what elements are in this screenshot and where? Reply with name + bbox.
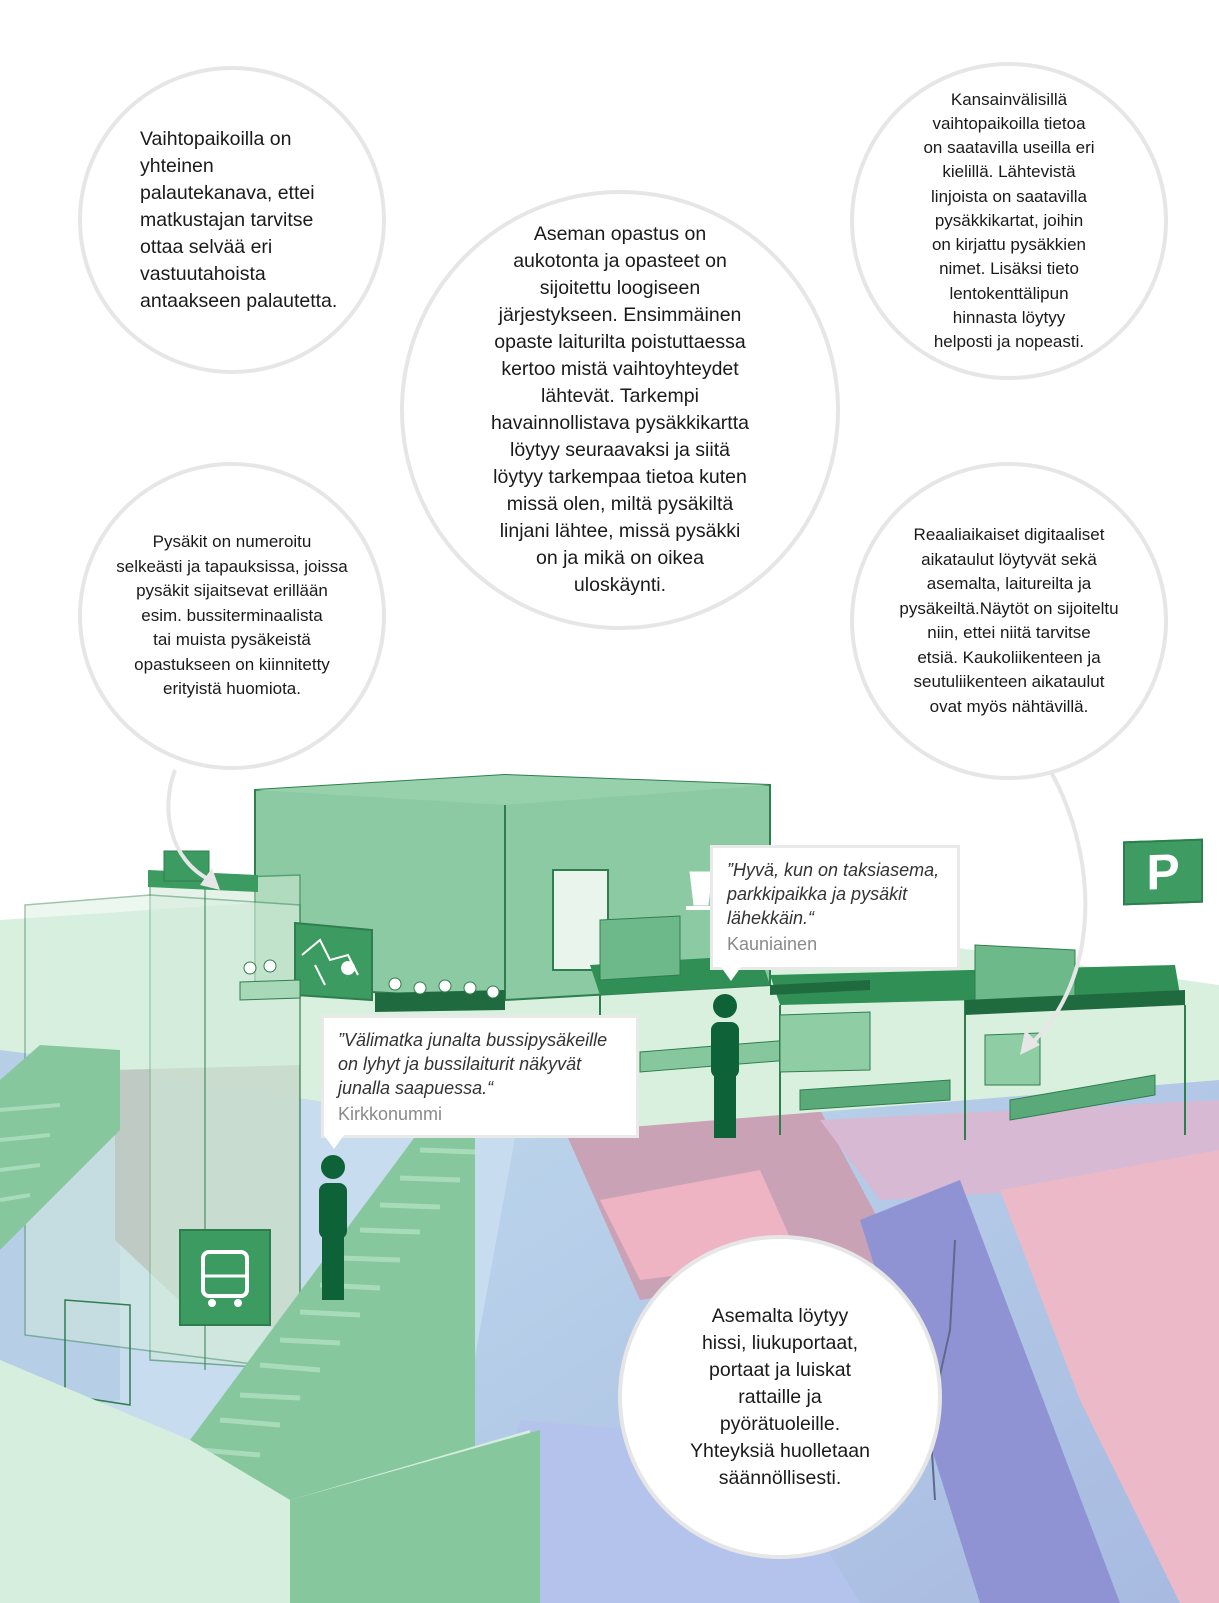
accessibility-text: Asemalta löytyy hissi, liukuportaat, por… <box>690 1304 870 1489</box>
numbering-bubble: Pysäkit on numeroitu selkeästi ja tapauk… <box>78 462 386 770</box>
quote-place: Kirkkonummi <box>338 1104 443 1124</box>
staircase <box>0 1045 540 1603</box>
flower-box <box>239 959 505 1012</box>
person-icon <box>319 1155 347 1300</box>
flower-icon <box>243 961 257 975</box>
quote-kauniainen: ”Hyvä, kun on taksiasema, parkkipaikka j… <box>710 845 960 981</box>
person-icon <box>711 994 739 1138</box>
callout-arrows <box>166 769 1088 1047</box>
quote-kirkkonummi: ”Välimatka junalta bussipysäkeille on ly… <box>321 1015 639 1149</box>
quote-place: Kauniainen <box>727 934 818 954</box>
bus-sign-icon <box>179 1229 271 1326</box>
international-text: Kansainvälisillä vaihtopaikoilla tietoa … <box>923 89 1095 351</box>
realtime-bubble: Reaaliaikaiset digitaaliset aikataulut l… <box>850 462 1168 780</box>
quote-text: ”Välimatka junalta bussipysäkeille on ly… <box>338 1030 608 1098</box>
international-bubble: Kansainvälisillä vaihtopaikoilla tietoa … <box>850 62 1168 380</box>
numbering-text: Pysäkit on numeroitu selkeästi ja tapauk… <box>116 532 348 699</box>
feedback-text: Vaihtopaikoilla on yhteinen palautekanav… <box>140 127 338 312</box>
realtime-text: Reaaliaikaiset digitaaliset aikataulut l… <box>899 525 1119 716</box>
feedback-bubble: Vaihtopaikoilla on yhteinen palautekanav… <box>78 66 386 374</box>
parking-sign-icon: P <box>1123 838 1203 906</box>
accessibility-bubble: Asemalta löytyy hissi, liukuportaat, por… <box>618 1235 942 1559</box>
bus-shelters <box>590 915 1186 1140</box>
quote-text: ”Hyvä, kun on taksiasema, parkkipaikka j… <box>727 860 940 928</box>
map-sign-icon <box>294 921 373 1002</box>
signage-bubble: Aseman opastus on aukotonta ja opasteet … <box>400 190 840 630</box>
signage-text: Aseman opastus on aukotonta ja opasteet … <box>491 223 749 596</box>
